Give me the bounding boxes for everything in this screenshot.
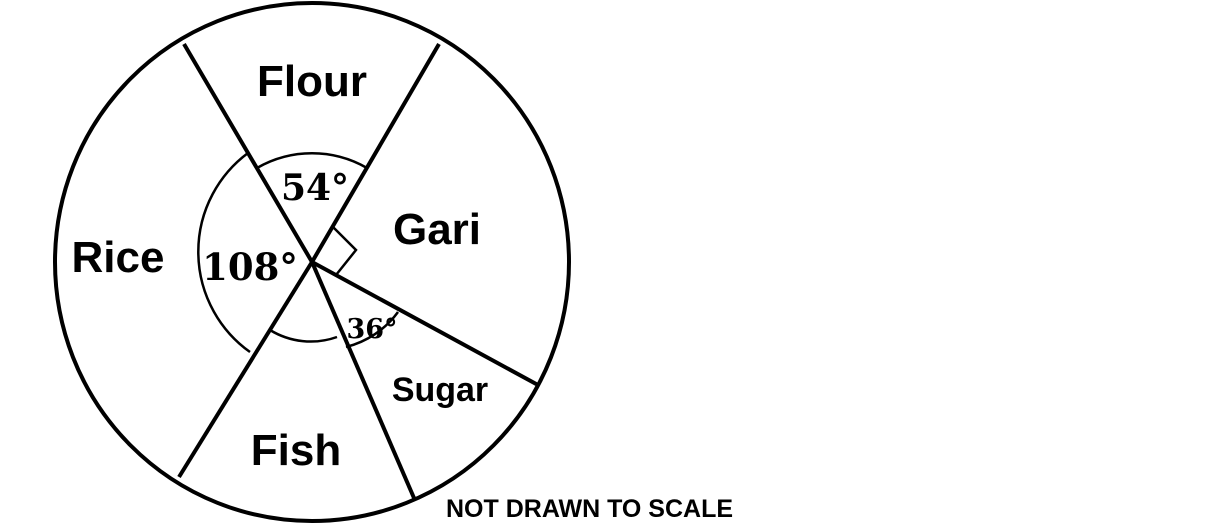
divider-sugar-fish	[310, 261, 416, 499]
sector-label-gari: Gari	[393, 205, 481, 254]
angle-label-sugar: 36°	[346, 314, 397, 345]
angle-arc-sugar	[345, 311, 400, 349]
divider-fish-rice	[177, 260, 314, 479]
divider-flour-gari	[310, 42, 441, 264]
angle-arc-rice	[197, 151, 251, 354]
angle-label-flour: 54°	[281, 167, 349, 209]
not-to-scale-note: NOT DRAWN TO SCALE	[446, 495, 734, 523]
sector-label-rice: Rice	[72, 233, 165, 282]
right-angle-marker	[332, 226, 358, 276]
sector-label-fish: Fish	[251, 426, 341, 475]
angle-arc-fish	[269, 328, 338, 343]
sector-label-flour: Flour	[257, 57, 367, 106]
angle-label-rice: 108°	[202, 245, 298, 289]
sector-label-sugar: Sugar	[392, 371, 488, 409]
divider-gari-sugar	[311, 260, 539, 387]
angle-arc-flour	[256, 152, 368, 170]
